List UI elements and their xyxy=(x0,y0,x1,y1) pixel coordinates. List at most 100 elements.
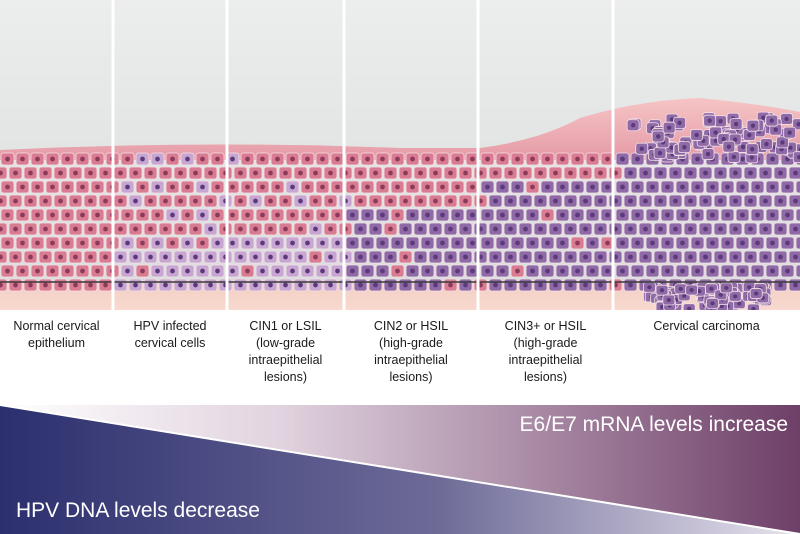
cell-nucleus xyxy=(677,120,682,126)
cell-nucleus xyxy=(769,118,774,123)
cell-nucleus xyxy=(28,226,33,232)
cell-nucleus xyxy=(118,282,123,288)
cell-nucleus xyxy=(448,170,453,176)
cell-nucleus xyxy=(320,240,325,246)
cell-nucleus xyxy=(657,150,663,156)
cell-nucleus xyxy=(395,212,400,218)
cell-nucleus xyxy=(335,268,340,274)
epithelial-surface xyxy=(0,98,800,160)
cell-nucleus xyxy=(80,268,85,274)
cell-nucleus xyxy=(590,268,595,274)
cell-nucleus xyxy=(733,294,738,299)
cell-nucleus xyxy=(590,212,595,218)
cell-nucleus xyxy=(275,240,280,246)
cell-nucleus xyxy=(133,254,138,260)
cell-nucleus xyxy=(689,287,694,292)
cell-nucleus xyxy=(763,254,768,260)
cell-nucleus xyxy=(703,226,708,232)
cell-nucleus xyxy=(58,226,63,232)
cell-nucleus xyxy=(523,282,528,288)
cell-nucleus xyxy=(35,184,40,190)
cell-nucleus xyxy=(65,184,70,190)
cell-nucleus xyxy=(95,212,100,218)
cell-nucleus xyxy=(0,226,3,232)
cell-nucleus xyxy=(628,254,633,260)
cell-nucleus xyxy=(260,268,265,274)
cell-nucleus xyxy=(193,226,198,232)
cell-nucleus xyxy=(778,198,783,204)
cell-nucleus xyxy=(560,212,565,218)
cell-nucleus xyxy=(373,226,378,232)
cell-nucleus xyxy=(770,240,775,246)
cell-nucleus xyxy=(13,198,18,204)
cell-nucleus xyxy=(305,184,310,190)
cell-nucleus xyxy=(470,156,475,162)
cell-nucleus xyxy=(28,198,33,204)
cell-nucleus xyxy=(530,212,535,218)
cell-nucleus xyxy=(155,212,160,218)
cell-nucleus xyxy=(530,156,535,162)
cell-nucleus xyxy=(688,226,693,232)
cell-nucleus xyxy=(440,212,445,218)
cell-nucleus xyxy=(635,212,640,218)
cell-nucleus xyxy=(305,240,310,246)
cell-nucleus xyxy=(560,156,565,162)
cell-nucleus xyxy=(380,184,385,190)
cell-nucleus xyxy=(193,254,198,260)
cell-nucleus xyxy=(403,282,408,288)
cell-nucleus xyxy=(88,226,93,232)
cell-nucleus xyxy=(560,184,565,190)
cell-nucleus xyxy=(275,212,280,218)
cell-nucleus xyxy=(238,198,243,204)
cell-nucleus xyxy=(553,170,558,176)
dna-decrease-label: HPV DNA levels decrease xyxy=(16,499,260,522)
cell-nucleus xyxy=(575,184,580,190)
cell-nucleus xyxy=(313,198,318,204)
cell-nucleus xyxy=(718,226,723,232)
cell-nucleus xyxy=(470,268,475,274)
cell-nucleus xyxy=(553,254,558,260)
cell-nucleus xyxy=(140,156,145,162)
cell-nucleus xyxy=(463,170,468,176)
cell-nucleus xyxy=(20,268,25,274)
cell-nucleus xyxy=(605,212,610,218)
cell-nucleus xyxy=(639,146,644,151)
cell-nucleus xyxy=(103,254,108,260)
stage-label-cin2: CIN2 or HSIL (high-grade intraepithelial… xyxy=(373,319,449,384)
cell-nucleus xyxy=(523,198,528,204)
cell-nucleus xyxy=(763,170,768,176)
cell-nucleus xyxy=(523,254,528,260)
cell-nucleus xyxy=(751,306,756,310)
cell-nucleus xyxy=(793,254,798,260)
cell-nucleus xyxy=(238,254,243,260)
cell-nucleus xyxy=(410,212,415,218)
cell-nucleus xyxy=(485,240,490,246)
stage-divider xyxy=(111,0,115,310)
cell-nucleus xyxy=(620,240,625,246)
cell-nucleus xyxy=(185,268,190,274)
cell-nucleus xyxy=(755,212,760,218)
cell-nucleus xyxy=(590,184,595,190)
cell-nucleus xyxy=(425,184,430,190)
cell-nucleus xyxy=(630,123,636,128)
cell-nucleus xyxy=(283,198,288,204)
cell-nucleus xyxy=(125,156,130,162)
cell-nucleus xyxy=(350,240,355,246)
cell-nucleus xyxy=(163,254,168,260)
epithelial-cell xyxy=(0,194,8,208)
cell-nucleus xyxy=(320,156,325,162)
cell-nucleus xyxy=(365,156,370,162)
cell-nucleus xyxy=(43,254,48,260)
cell-nucleus xyxy=(358,170,363,176)
cell-nucleus xyxy=(620,156,625,162)
cell-nucleus xyxy=(253,282,258,288)
cell-nucleus xyxy=(50,268,55,274)
cell-nucleus xyxy=(380,156,385,162)
cell-nucleus xyxy=(493,226,498,232)
cell-nucleus xyxy=(440,240,445,246)
cell-nucleus xyxy=(208,254,213,260)
cell-nucleus xyxy=(275,268,280,274)
cell-nucleus xyxy=(740,212,745,218)
cell-nucleus xyxy=(656,134,661,139)
cell-nucleus xyxy=(493,254,498,260)
